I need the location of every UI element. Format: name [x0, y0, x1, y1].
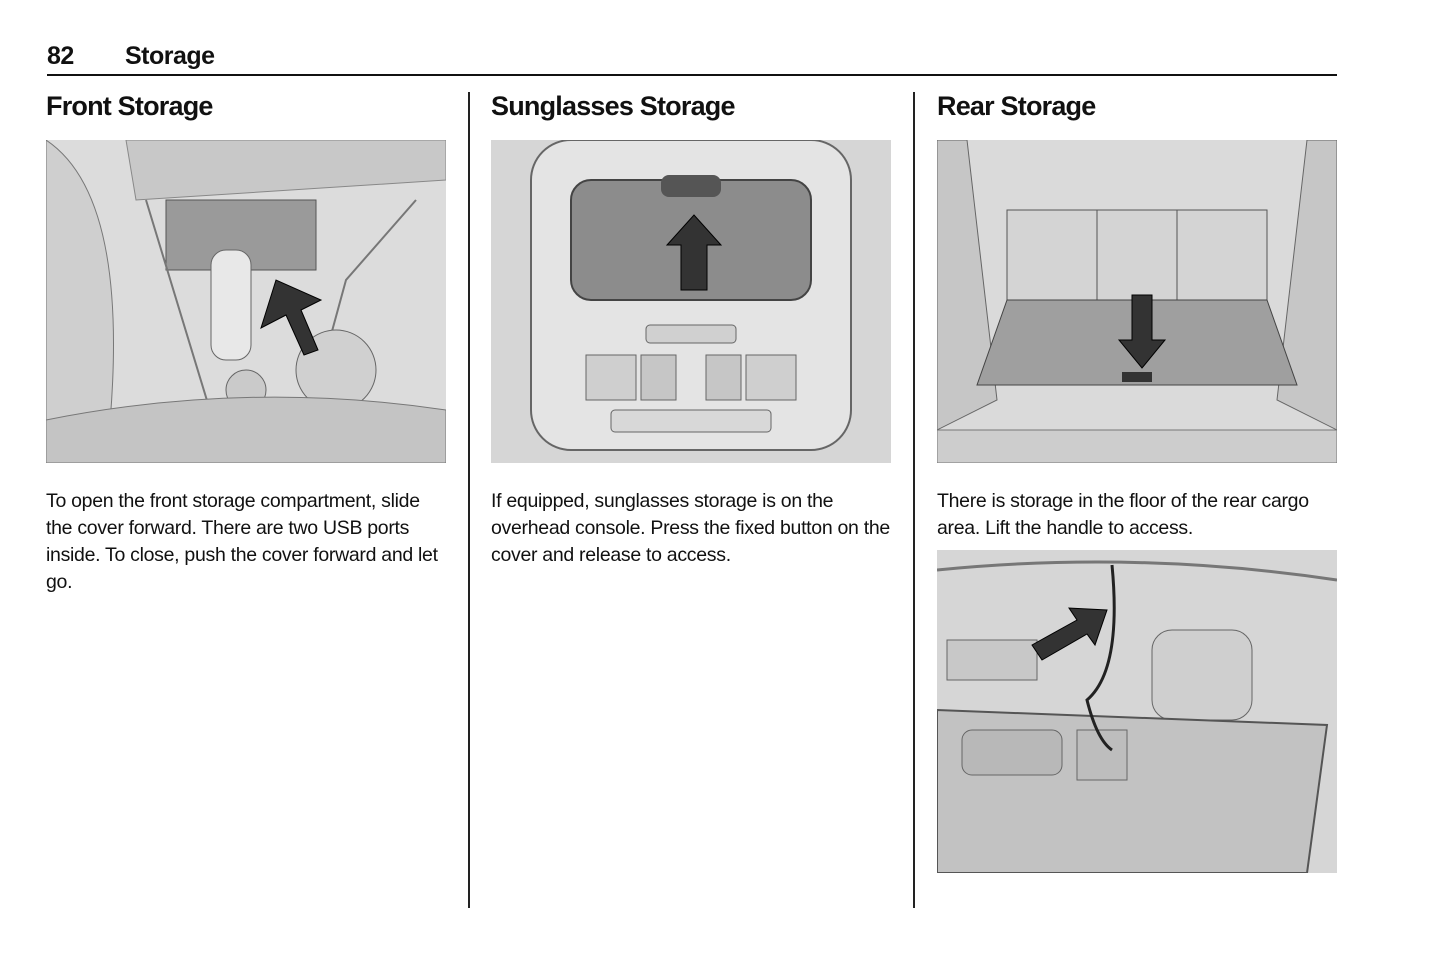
- column-divider: [468, 92, 470, 908]
- section-body: To open the front storage compartment, s…: [46, 490, 438, 593]
- section-heading: Sunglasses Storage: [491, 91, 736, 121]
- cargo-floor-handle-illustration: [937, 550, 1337, 873]
- front-storage-illustration: [46, 140, 446, 463]
- rear-cargo-illustration: [937, 140, 1337, 463]
- rear-storage-section: Rear Storage There is storage in the flo…: [937, 88, 1339, 542]
- header-rule: [47, 74, 1337, 76]
- section-title: Storage: [125, 42, 215, 70]
- section-heading: Front Storage: [46, 91, 213, 121]
- column-divider: [913, 92, 915, 908]
- section-heading: Rear Storage: [937, 91, 1096, 121]
- sunglasses-storage-section: Sunglasses Storage If equipped, sunglass…: [491, 88, 893, 569]
- section-body: There is storage in the floor of the rea…: [937, 490, 1309, 539]
- sunglasses-storage-illustration: [491, 140, 891, 463]
- section-body: If equipped, sunglasses storage is on th…: [491, 490, 890, 566]
- front-storage-section: Front Storage To open the front storage …: [46, 88, 448, 596]
- page-number: 82: [47, 42, 74, 70]
